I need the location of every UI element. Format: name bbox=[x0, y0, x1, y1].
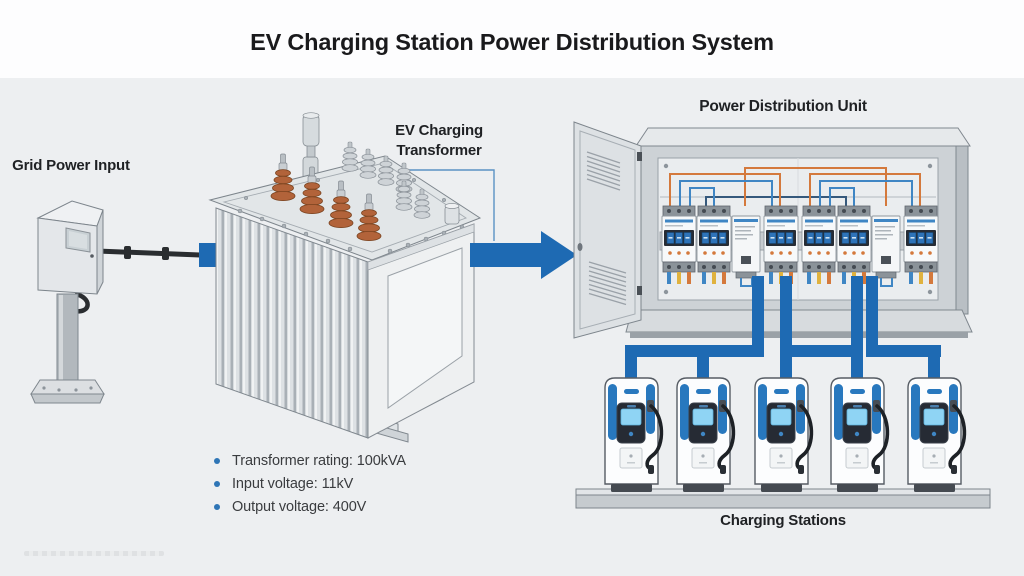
pdu-label: Power Distribution Unit bbox=[699, 98, 867, 115]
charging-station-3 bbox=[753, 376, 814, 494]
charging-station-2 bbox=[675, 376, 736, 494]
tank-right-face bbox=[367, 223, 475, 439]
spec-item-transformer-rating: Transformer rating: 100kVA bbox=[214, 453, 406, 469]
transformer-label: EV Charging Transformer bbox=[395, 122, 483, 159]
charging-station-5 bbox=[906, 376, 967, 494]
door-vent-top bbox=[586, 151, 621, 191]
spec-item-input-voltage: Input voltage: 11kV bbox=[214, 476, 406, 492]
output-cables bbox=[625, 276, 941, 381]
spec-text: Transformer rating: 100kVA bbox=[232, 453, 406, 469]
charging-station-1 bbox=[603, 376, 664, 494]
grid-cable bbox=[96, 243, 219, 267]
grid-pole bbox=[30, 291, 105, 404]
spec-text: Input voltage: 11kV bbox=[232, 476, 354, 492]
panel-wiring bbox=[669, 167, 921, 206]
charging-stations-label: Charging Stations bbox=[720, 512, 846, 529]
charging-station-4 bbox=[829, 376, 890, 494]
bullet-icon bbox=[214, 481, 220, 487]
spec-text: Output voltage: 400V bbox=[232, 499, 367, 515]
transformer-illustration bbox=[208, 112, 482, 443]
grid-power-input-label: Grid Power Input bbox=[12, 157, 130, 174]
breaker-modules bbox=[659, 205, 939, 287]
fine-print bbox=[24, 551, 164, 556]
door-vent-bottom bbox=[588, 261, 627, 306]
bullet-icon bbox=[214, 458, 220, 464]
page-title: EV Charging Station Power Distribution S… bbox=[250, 29, 774, 55]
spec-item-output-voltage: Output voltage: 400V bbox=[214, 499, 406, 515]
grid-power-meter bbox=[36, 200, 104, 295]
bullet-icon bbox=[214, 504, 220, 510]
specs-list: Transformer rating: 100kVA Input voltage… bbox=[214, 453, 406, 522]
power-flow-arrow bbox=[470, 231, 577, 279]
pdu-door bbox=[573, 121, 642, 339]
